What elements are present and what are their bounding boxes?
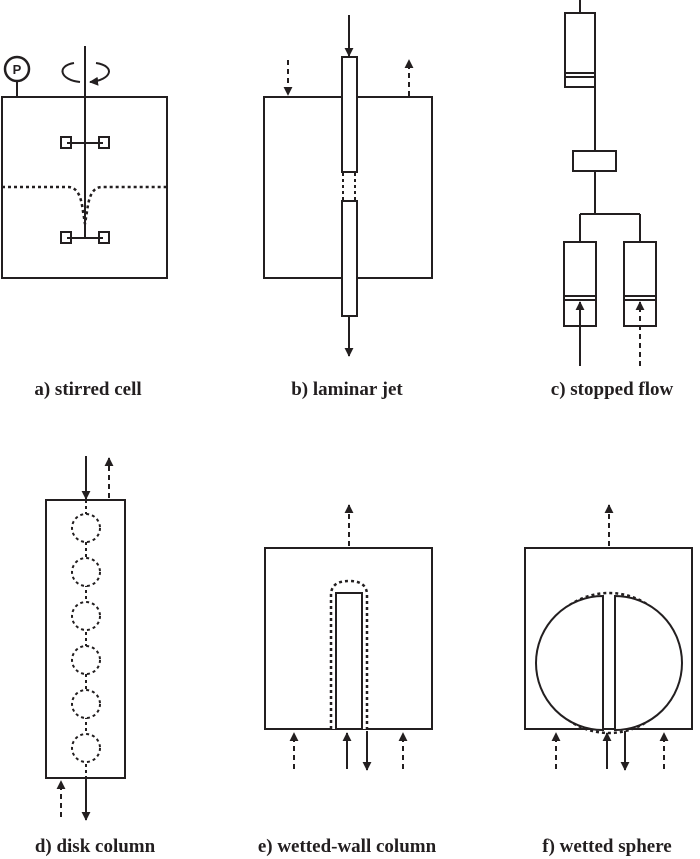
upper-impeller: [60, 136, 110, 149]
wetted-wall-tube: [335, 592, 363, 730]
caption-stopped-flow: c) stopped flow: [551, 379, 674, 400]
laminar-jet-diagram: [263, 15, 433, 357]
pressure-gauge-icon: P: [3, 55, 31, 83]
rotation-arrow-icon: [61, 62, 110, 82]
pressure-gauge-symbol: P: [13, 62, 22, 77]
disk: [71, 645, 101, 675]
stopped-flow-diagram: [563, 0, 657, 366]
wetted-wall-column-diagram: [264, 504, 433, 771]
disk-column-diagram: [45, 456, 126, 821]
disk: [71, 557, 101, 587]
caption-laminar-jet: b) laminar jet: [291, 379, 403, 400]
liquid-surface-vortex: [2, 185, 167, 225]
disk: [71, 513, 101, 543]
wetted-sphere-chamber: [524, 547, 693, 730]
caption-wetted-sphere: f) wetted sphere: [542, 836, 671, 857]
stirred-cell-diagram: P: [1, 46, 168, 279]
caption-wetted-wall-column: e) wetted-wall column: [258, 836, 437, 857]
disk: [71, 733, 101, 763]
lower-impeller: [60, 231, 110, 244]
disk: [71, 689, 101, 719]
disk-stack: [71, 513, 101, 763]
sphere-left-half: [535, 594, 604, 732]
mixing-chamber: [572, 150, 617, 172]
caption-stirred-cell: a) stirred cell: [34, 379, 141, 400]
wetted-sphere-diagram: [524, 504, 693, 771]
jet-nozzle: [341, 56, 358, 173]
feed-syringe-right: [623, 241, 657, 327]
sphere-right-half: [614, 594, 683, 732]
collection-syringe: [564, 12, 596, 88]
jet-receiver-tube: [341, 200, 358, 317]
caption-disk-column: d) disk column: [35, 836, 156, 857]
disk: [71, 601, 101, 631]
panel-captions: a) stirred cell b) laminar jet c) stoppe…: [34, 379, 673, 857]
